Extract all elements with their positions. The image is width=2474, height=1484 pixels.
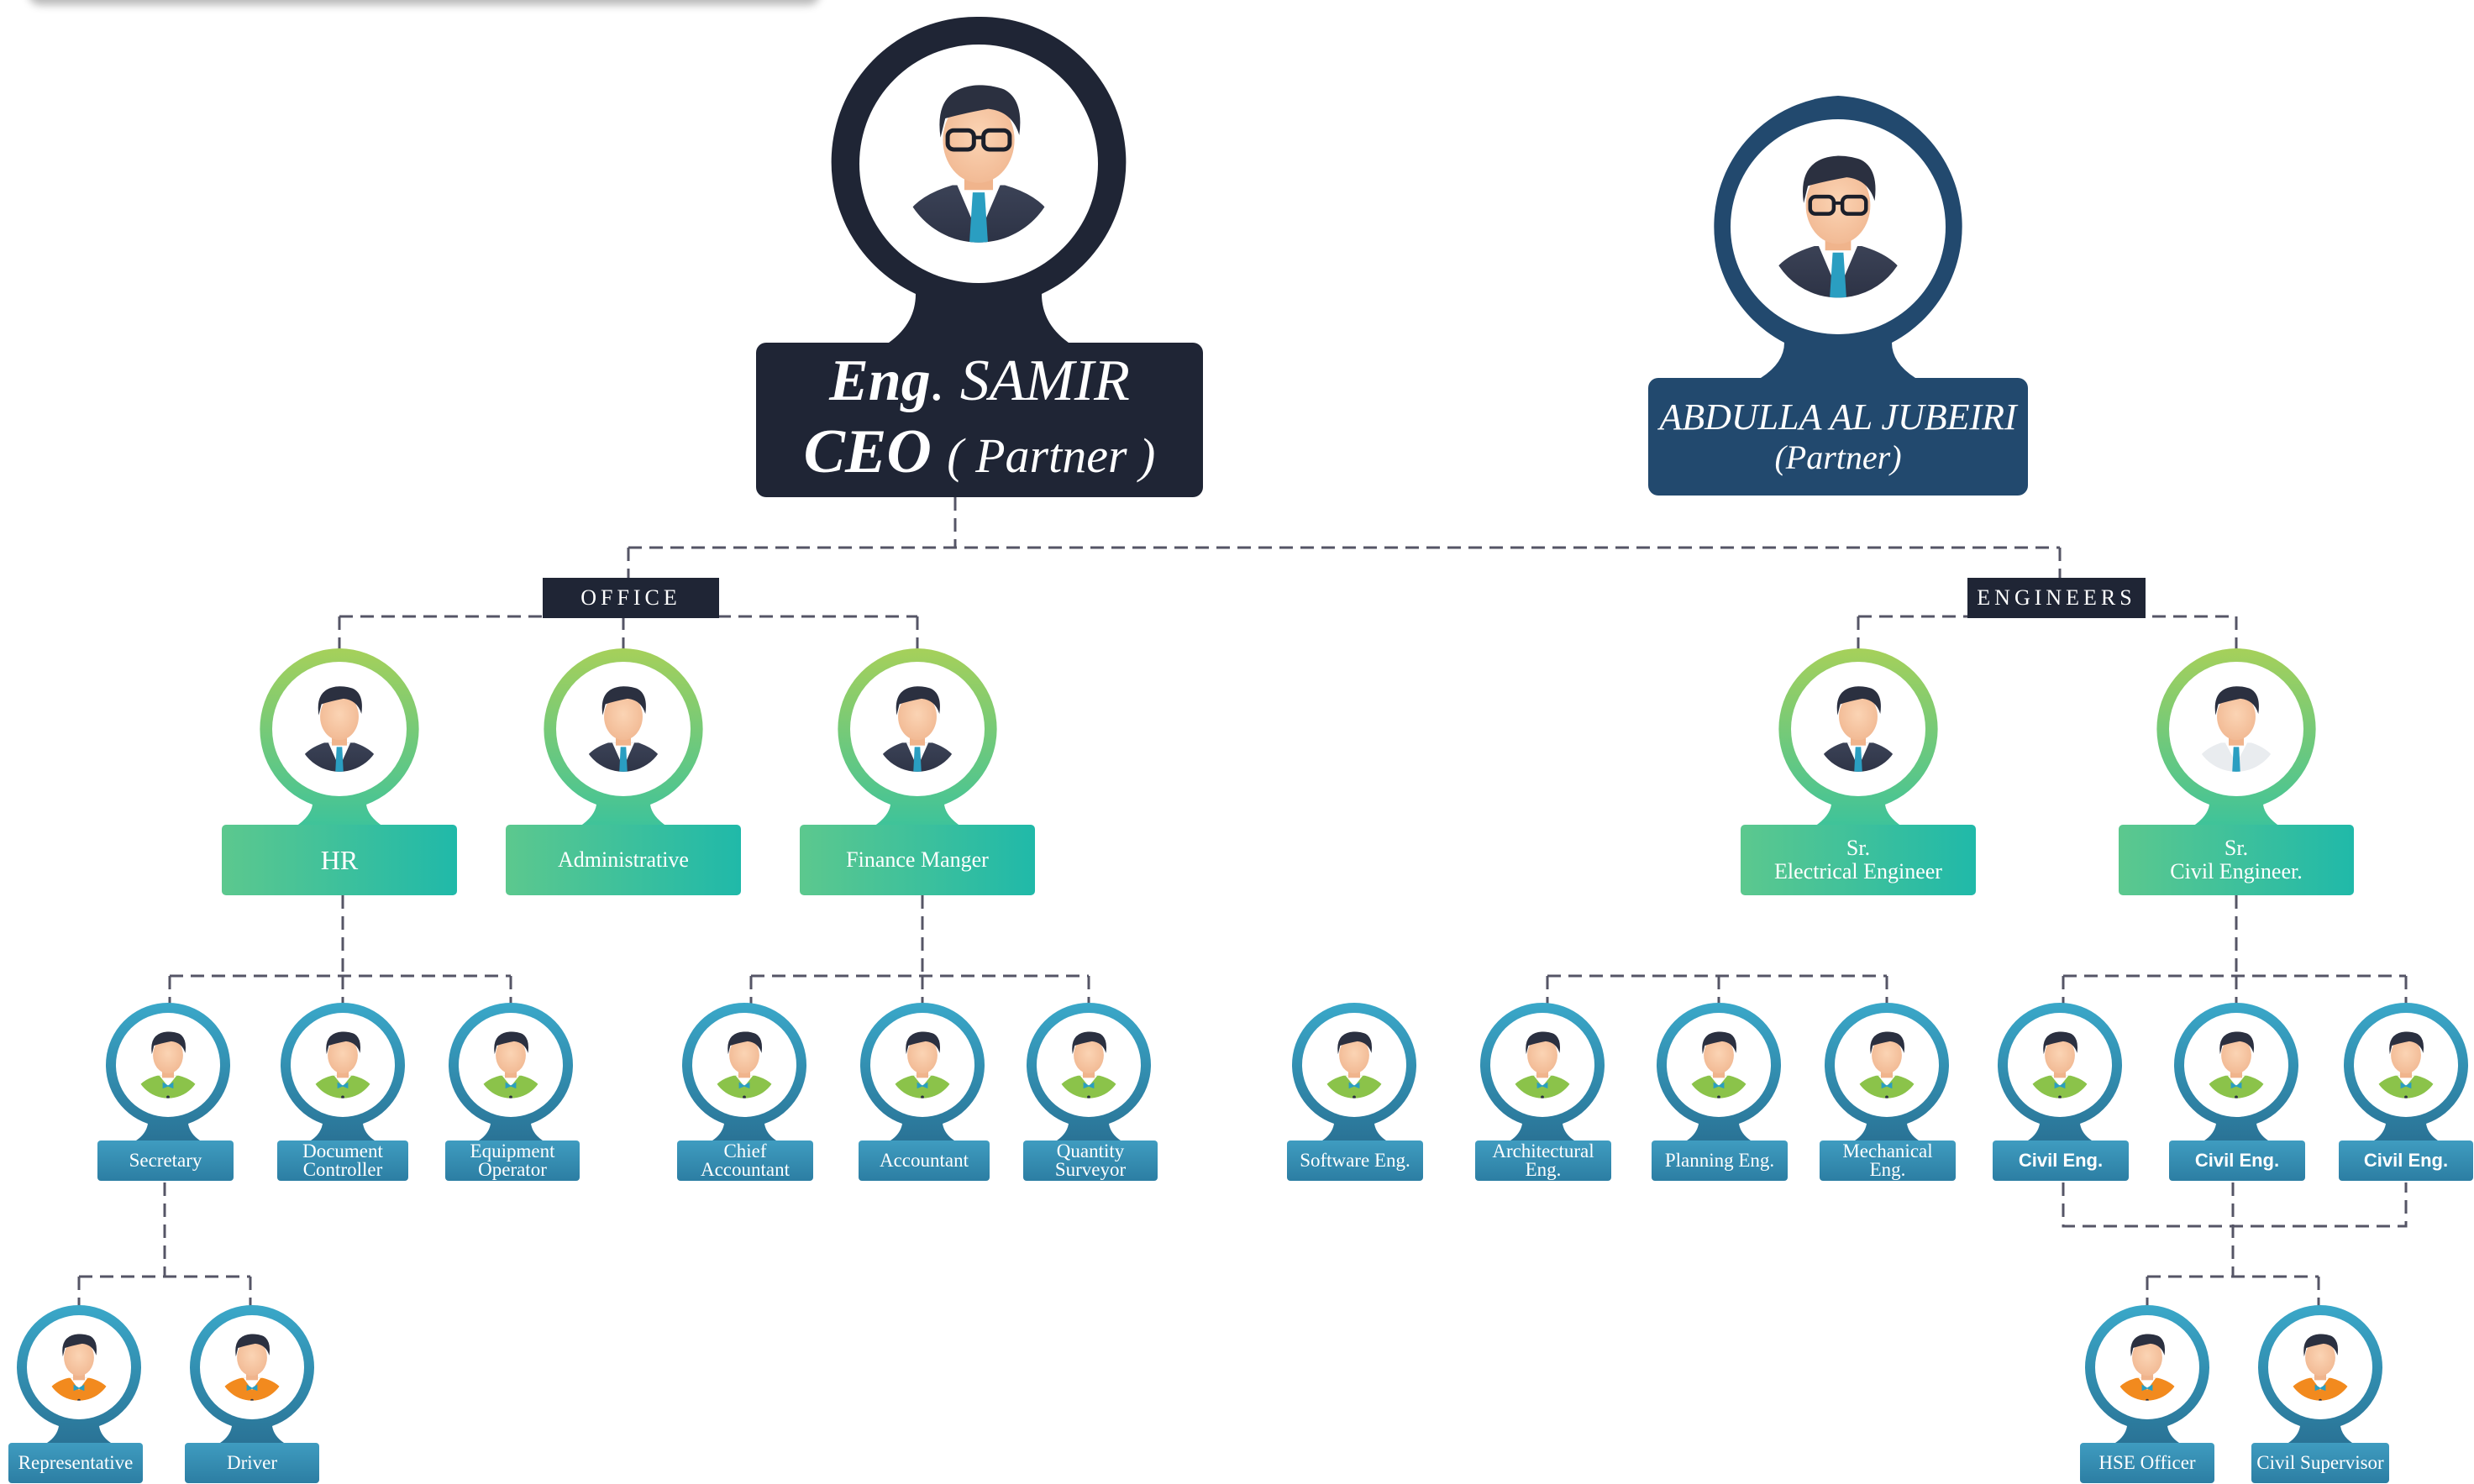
document-controller-box: Document Controller	[277, 1141, 408, 1181]
representative-label: Representative	[18, 1452, 134, 1473]
connector-civil-bottom	[2062, 1182, 2408, 1308]
ceo-partner-label: ( Partner )	[947, 427, 1156, 483]
finance-box: Finance Manger	[800, 825, 1035, 895]
partner-role: (Partner)	[1774, 438, 1902, 476]
civil-box: Sr. Civil Engineer.	[2119, 825, 2354, 895]
hr-avatar	[260, 648, 419, 826]
representative-avatar	[17, 1305, 142, 1443]
ceo-name: . SAMIR	[930, 348, 1130, 413]
secretary-box: Secretary	[97, 1141, 234, 1181]
civil-supervisor-label: Civil Supervisor	[2256, 1452, 2384, 1473]
architectural-eng-avatar	[1480, 1003, 1605, 1141]
chief-accountant-label-1: Chief	[723, 1141, 767, 1162]
quantity-surveyor-avatar	[1027, 1003, 1151, 1141]
administrative-box: Administrative	[506, 825, 741, 895]
civil-eng-2-box: Civil Eng.	[2169, 1141, 2305, 1181]
connector-finance	[749, 895, 1090, 1004]
civil-label-2: Civil Engineer.	[2170, 859, 2303, 884]
driver-label: Driver	[226, 1452, 278, 1473]
finance-avatar	[838, 648, 997, 826]
hr-label: HR	[320, 845, 359, 875]
architectural-eng-label-2: Eng.	[1525, 1159, 1562, 1180]
electrical-label-1: Sr.	[1846, 836, 1871, 860]
connector-top	[627, 497, 2062, 578]
civil-eng-3-box: Civil Eng.	[2339, 1141, 2473, 1181]
document-controller-label-2: Controller	[302, 1159, 383, 1180]
document-controller-avatar	[281, 1003, 405, 1141]
document-controller-label-1: Document	[302, 1141, 383, 1162]
partner-name: ABDULLA AL JUBEIRI	[1659, 396, 2017, 438]
civil-avatar	[2156, 648, 2316, 826]
department-engineers: ENGINEERS	[1967, 578, 2146, 618]
civil-supervisor-box: Civil Supervisor	[2251, 1443, 2389, 1483]
department-office: OFFICE	[543, 578, 719, 618]
ceo-avatar	[831, 16, 1127, 343]
ceo-card: Eng. SAMIR CEO ( Partner )	[756, 343, 1203, 497]
connector-hr	[168, 895, 512, 1004]
connector-electrical	[1546, 974, 1888, 1004]
equipment-operator-label-2: Operator	[478, 1159, 547, 1180]
quantity-surveyor-label-1: Quantity	[1056, 1141, 1125, 1162]
software-eng-avatar	[1292, 1003, 1416, 1141]
architectural-eng-label-1: Architectural	[1492, 1141, 1594, 1162]
chief-accountant-label-2: Accountant	[700, 1159, 790, 1180]
driver-box: Driver	[185, 1443, 319, 1483]
software-eng-label: Software Eng.	[1300, 1150, 1410, 1171]
civil-label-1: Sr.	[2224, 836, 2249, 860]
department-office-label: OFFICE	[580, 585, 681, 610]
equipment-operator-label-1: Equipment	[470, 1141, 555, 1162]
civil-eng-1-avatar	[1998, 1003, 2122, 1141]
connector-civil	[2062, 895, 2408, 1004]
mechanical-eng-label: Mechanical Eng.	[1842, 1141, 1933, 1180]
electrical-label-2: Electrical Engineer	[1774, 859, 1942, 884]
planning-eng-avatar	[1657, 1003, 1781, 1141]
civil-eng-3-label: Civil Eng.	[2363, 1150, 2449, 1171]
quantity-surveyor-box: Quantity Surveyor	[1023, 1141, 1158, 1181]
partner-card: ABDULLA AL JUBEIRI (Partner)	[1648, 378, 2028, 496]
driver-avatar	[190, 1305, 314, 1443]
hse-officer-box: HSE Officer	[2080, 1443, 2214, 1483]
civil-eng-2-label: Civil Eng.	[2194, 1150, 2280, 1171]
equipment-operator-box: Equipment Operator	[445, 1141, 580, 1181]
mechanical-eng-avatar	[1825, 1003, 1949, 1141]
civil-eng-2-avatar	[2174, 1003, 2298, 1141]
hse-officer-avatar	[2085, 1305, 2209, 1443]
hse-officer-label: HSE Officer	[2098, 1452, 2196, 1473]
administrative-label: Administrative	[558, 847, 689, 872]
secretary-label: Secretary	[129, 1150, 202, 1171]
secretary-avatar	[106, 1003, 231, 1141]
accountant-avatar	[860, 1003, 985, 1141]
planning-eng-box: Planning Eng.	[1652, 1141, 1788, 1181]
accountant-label: Accountant	[879, 1150, 969, 1171]
partner-avatar	[1714, 96, 1962, 378]
chief-accountant-avatar	[682, 1003, 806, 1141]
electrical-box: Sr. Electrical Engineer	[1741, 825, 1976, 895]
civil-eng-1-box: Civil Eng.	[1993, 1141, 2129, 1181]
accountant-box: Accountant	[859, 1141, 990, 1181]
connector-secretary	[77, 1182, 252, 1308]
mechanical-eng-box: Mechanical Eng.	[1820, 1141, 1956, 1181]
representative-box: Representative	[8, 1443, 143, 1483]
architectural-eng-box: Architectural Eng.	[1475, 1141, 1611, 1181]
ceo-title: CEO	[803, 417, 932, 486]
department-engineers-label: ENGINEERS	[1977, 585, 2136, 610]
civil-eng-3-avatar	[2344, 1003, 2468, 1141]
planning-eng-label: Planning Eng.	[1664, 1150, 1775, 1171]
administrative-avatar	[544, 648, 703, 826]
civil-supervisor-avatar	[2258, 1305, 2382, 1443]
chief-accountant-box: Chief Accountant	[677, 1141, 813, 1181]
civil-eng-1-label: Civil Eng.	[2018, 1150, 2104, 1171]
hr-box: HR	[222, 825, 457, 895]
quantity-surveyor-label-2: Surveyor	[1054, 1159, 1127, 1180]
equipment-operator-avatar	[449, 1003, 573, 1141]
electrical-avatar	[1778, 648, 1938, 826]
finance-label: Finance Manger	[846, 847, 989, 872]
ceo-eng-label: Eng	[829, 348, 931, 413]
software-eng-box: Software Eng.	[1287, 1141, 1423, 1181]
